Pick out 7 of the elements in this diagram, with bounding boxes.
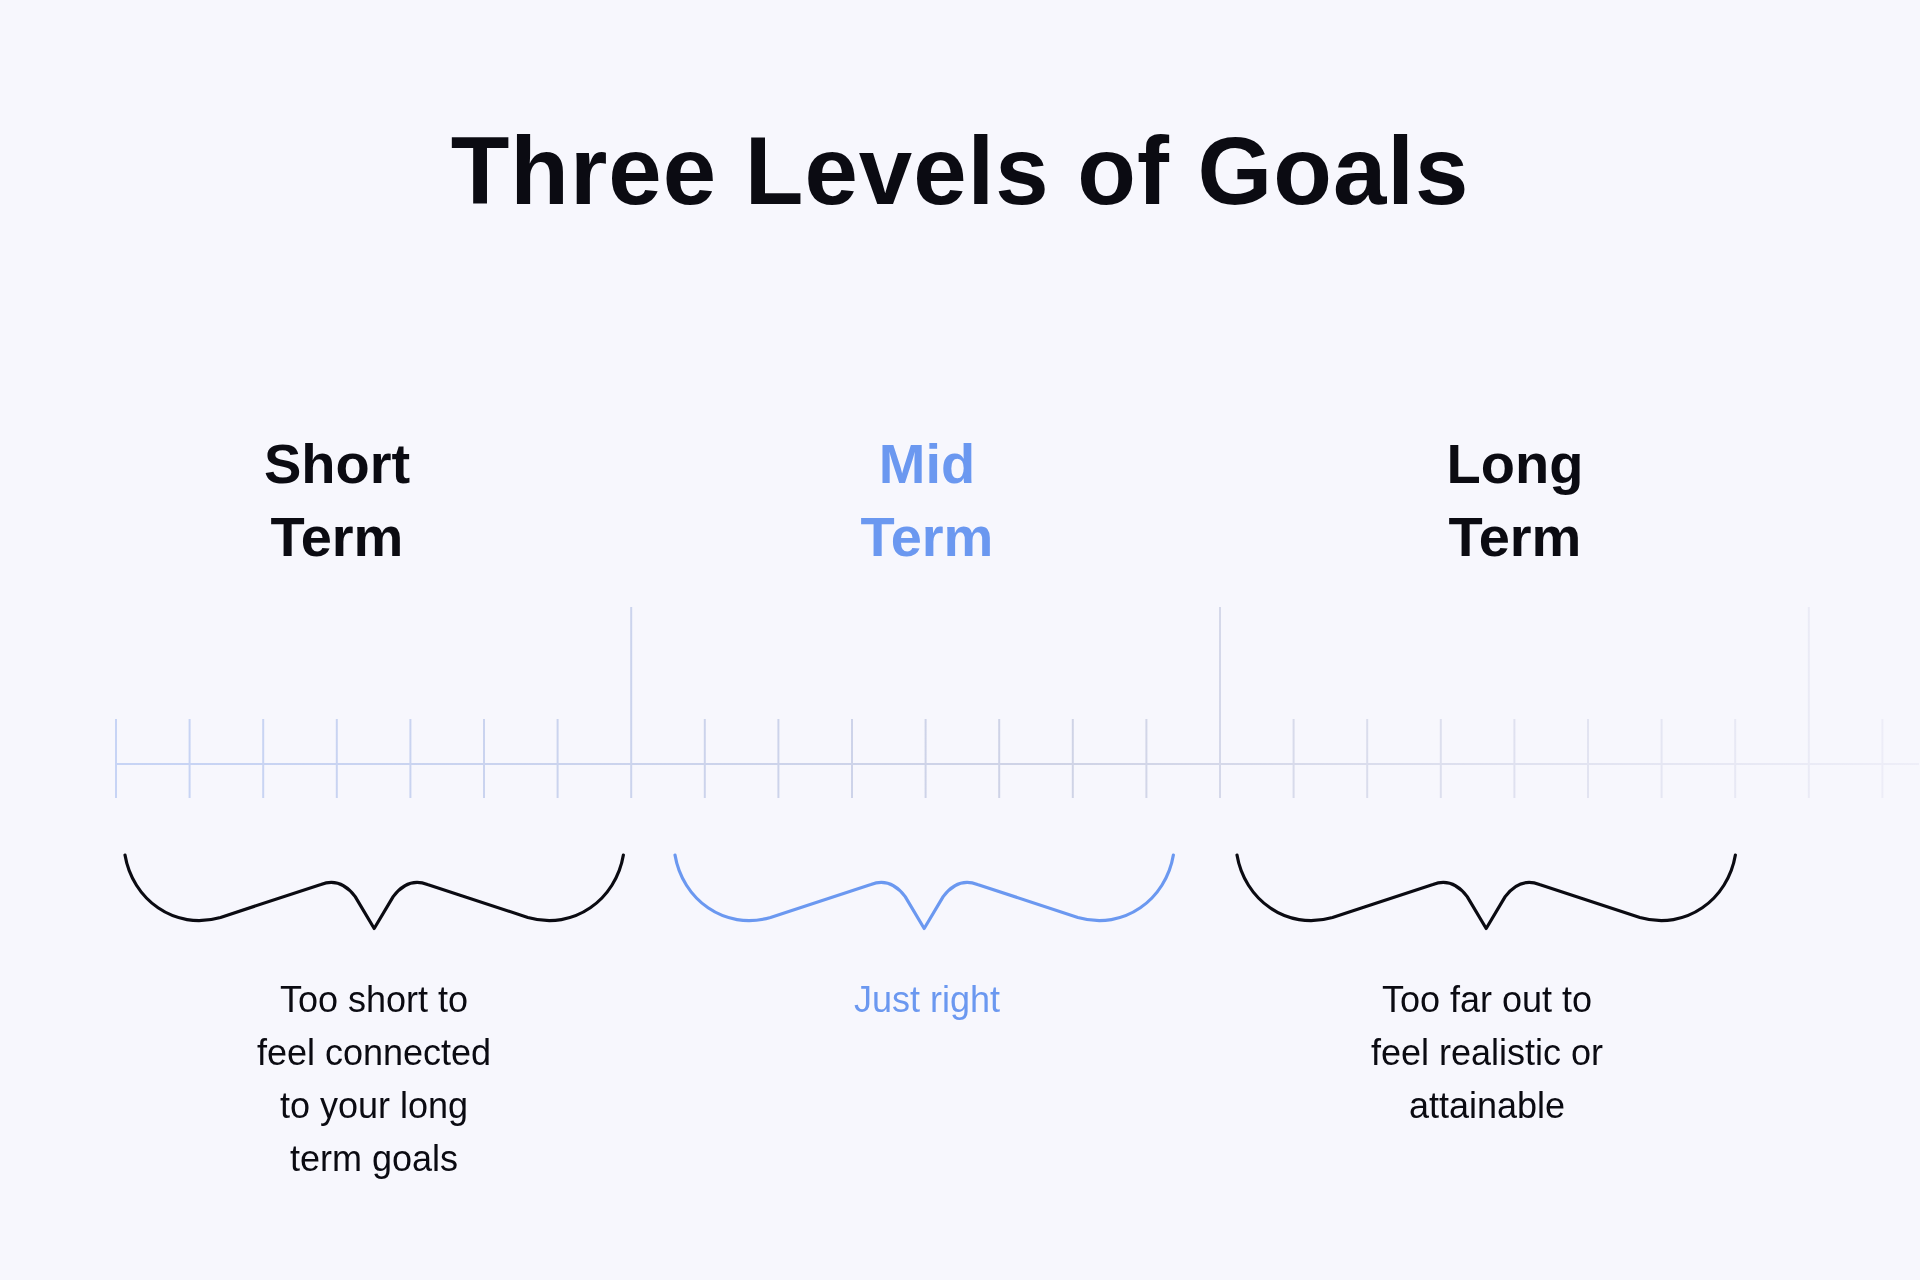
diagram-title: Three Levels of Goals (450, 116, 1470, 226)
term-description: Too short to feel connected to your long term goals (255, 978, 493, 1181)
term-heading: Long Term (1446, 431, 1584, 570)
term-description: Just right (852, 978, 1002, 1022)
term-description: Too far out to feel realistic or attainable (1369, 978, 1605, 1128)
term-heading: Mid Term (860, 431, 994, 570)
term-heading: Short Term (263, 431, 411, 570)
